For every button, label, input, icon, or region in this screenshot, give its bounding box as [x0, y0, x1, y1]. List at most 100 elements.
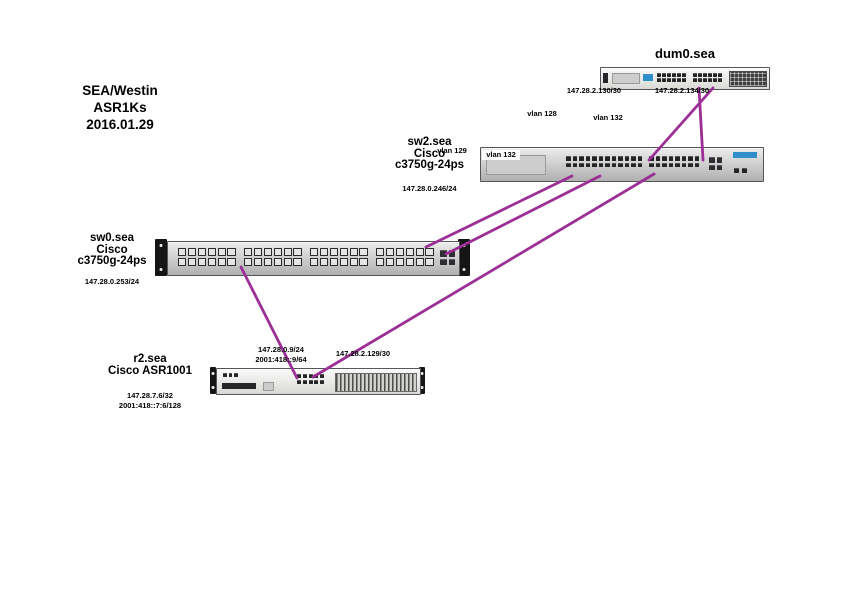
port	[314, 379, 319, 384]
port	[708, 78, 712, 82]
port	[605, 156, 610, 161]
port	[293, 257, 302, 267]
port	[448, 258, 455, 265]
port	[667, 78, 671, 82]
port	[263, 248, 273, 257]
port	[297, 374, 301, 378]
port	[631, 156, 636, 161]
port	[592, 162, 597, 167]
device-sw2	[480, 147, 764, 182]
port	[178, 248, 187, 257]
port	[667, 73, 671, 77]
port	[708, 73, 712, 77]
port	[425, 248, 434, 257]
port	[655, 162, 660, 167]
port	[662, 156, 667, 161]
port	[598, 162, 603, 167]
port	[718, 73, 722, 77]
port	[227, 248, 236, 257]
dum0-vent-grid	[729, 71, 767, 87]
port	[618, 156, 623, 161]
port	[234, 373, 238, 377]
sw2-port-block-1	[566, 156, 642, 167]
port	[293, 248, 302, 257]
device-sw0	[155, 239, 470, 276]
port	[618, 162, 623, 167]
port	[339, 257, 348, 267]
port	[349, 257, 358, 267]
port	[448, 250, 455, 257]
port	[349, 248, 358, 257]
port	[677, 73, 681, 77]
port	[319, 248, 329, 257]
port	[376, 248, 385, 257]
port	[359, 248, 368, 257]
port	[662, 73, 666, 77]
port	[703, 73, 707, 77]
port	[662, 78, 666, 82]
port	[713, 78, 717, 82]
port	[662, 162, 667, 167]
port	[329, 248, 339, 257]
sw2-uplink-ports	[734, 168, 747, 173]
port	[675, 162, 680, 167]
device-dum0	[600, 67, 770, 90]
sw0-rack-ear-left	[155, 239, 167, 276]
port	[611, 162, 616, 167]
port	[227, 257, 236, 267]
port	[385, 248, 395, 257]
port	[682, 78, 686, 82]
port	[631, 162, 636, 167]
port	[693, 73, 697, 77]
port	[319, 257, 329, 267]
port	[572, 156, 577, 161]
port	[698, 73, 702, 77]
port	[395, 248, 405, 257]
sw2-port-block-2	[649, 156, 699, 167]
port	[197, 257, 207, 267]
port	[228, 373, 232, 377]
port	[263, 257, 273, 267]
r2-console-port	[263, 382, 274, 391]
port	[385, 257, 395, 267]
port	[637, 156, 642, 161]
port	[440, 258, 447, 265]
port	[672, 73, 676, 77]
dum0-led-block	[643, 74, 653, 81]
port	[693, 78, 697, 82]
device-r2	[210, 367, 425, 395]
port	[655, 156, 660, 161]
port	[579, 156, 584, 161]
port	[681, 162, 686, 167]
port	[637, 162, 642, 167]
port	[734, 168, 739, 173]
port	[657, 78, 661, 82]
port	[694, 162, 699, 167]
port	[688, 162, 693, 167]
sw0-port-block-4	[376, 248, 434, 267]
port	[376, 257, 385, 267]
port	[207, 257, 216, 267]
sw0-port-block-1	[178, 248, 236, 267]
port	[405, 257, 414, 267]
port	[681, 156, 686, 161]
port	[716, 164, 722, 170]
port	[598, 156, 603, 161]
port	[605, 162, 610, 167]
port	[624, 156, 629, 161]
port	[297, 379, 301, 384]
port	[657, 73, 661, 77]
port	[217, 248, 226, 257]
r2-rack-ear-left	[210, 367, 216, 394]
dum0-front-panel	[612, 73, 640, 84]
port	[405, 248, 414, 257]
port	[207, 248, 216, 257]
sw2-left-panel	[486, 155, 546, 175]
port	[273, 257, 282, 267]
dum0-port-group-1	[657, 73, 686, 82]
port	[709, 164, 715, 170]
port	[283, 248, 292, 257]
port	[585, 156, 590, 161]
port	[709, 157, 715, 163]
